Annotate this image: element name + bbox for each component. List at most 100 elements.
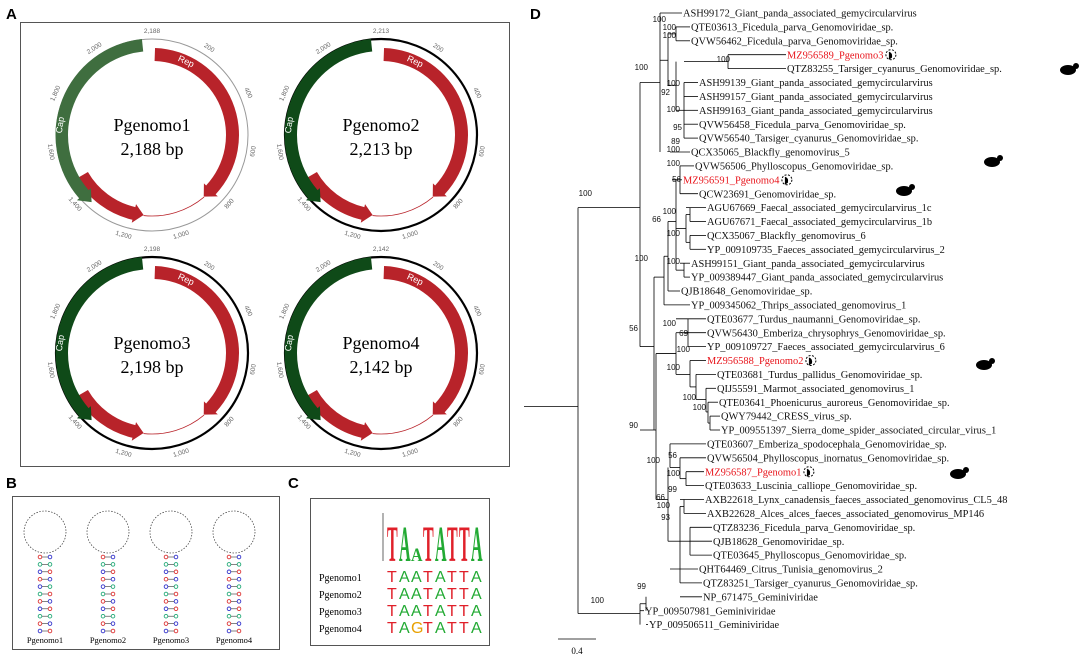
stem-base xyxy=(110,569,116,575)
rep-gene-arrow xyxy=(383,266,468,415)
bootstrap-value: 100 xyxy=(667,145,681,154)
stem-base xyxy=(236,562,242,567)
motif-base: A xyxy=(399,586,410,603)
leaf-label: QTE03677_Turdus_naumanni_Genomoviridae_s… xyxy=(707,314,920,325)
stem-base xyxy=(37,554,43,560)
stem-base xyxy=(173,562,179,567)
genome-tick-label: 1,200 xyxy=(344,230,362,241)
stem-base xyxy=(110,591,116,597)
cap-gene-label: Cap xyxy=(283,334,295,352)
motif-base: T xyxy=(387,603,397,620)
genome-size: 2,188 bp xyxy=(121,139,184,159)
bootstrap-value: 100 xyxy=(579,189,593,198)
motif-base: T xyxy=(447,620,457,637)
stem-loop-head xyxy=(149,510,193,554)
stem-loop-label: Pgenomo3 xyxy=(153,635,189,645)
rep-gene-arrow xyxy=(383,48,468,197)
stem-base xyxy=(110,554,116,560)
stem-base xyxy=(110,613,116,619)
motif-base: T xyxy=(459,569,469,586)
pangolin-icon xyxy=(781,174,793,186)
genome-tick-label: 1,800 xyxy=(278,84,291,102)
highlighted-leaf-label: MZ956588_Pgenomo2 xyxy=(707,356,803,367)
bootstrap-value: 99 xyxy=(668,485,677,494)
leaf-label: ASH99163_Giant_panda_associated_gemycirc… xyxy=(699,106,933,117)
pangolin-icon xyxy=(805,355,817,366)
pangolin-icon xyxy=(885,49,897,61)
genome-tick-label: 600 xyxy=(478,363,487,375)
leaf-label: QVW56458_Ficedula_parva_Genomoviridae_sp… xyxy=(699,120,906,131)
bootstrap-value: 92 xyxy=(661,88,670,97)
stem-base xyxy=(47,621,53,626)
cap-gene-label: Cap xyxy=(54,116,66,134)
cap-gene-arrow xyxy=(55,257,144,421)
motif-base: T xyxy=(423,620,433,637)
stem-base xyxy=(37,606,43,612)
motif-row-label: Pgenomo4 xyxy=(319,624,362,635)
genome-name: Pgenomo2 xyxy=(342,115,419,135)
leaf-label: QIJ55591_Marmot_associated_genomovirus_1 xyxy=(717,384,914,395)
motif-base: A xyxy=(471,620,482,637)
bootstrap-value: 56 xyxy=(672,175,681,184)
bootstrap-value: 100 xyxy=(663,207,677,216)
bootstrap-value: 66 xyxy=(656,493,665,502)
highlighted-leaf-label: MZ956587_Pgenomo1 xyxy=(705,467,801,478)
stem-base xyxy=(236,569,242,575)
leaf-label: QVW56462_Ficedula_parva_Genomoviridae_sp… xyxy=(691,36,898,47)
stem-base xyxy=(173,591,179,597)
logo-letter: A xyxy=(471,518,483,573)
stem-base xyxy=(47,606,53,612)
stem-base xyxy=(163,606,169,612)
stem-base xyxy=(110,584,116,589)
motif-base: T xyxy=(423,569,433,586)
genome-tick-label: 800 xyxy=(223,197,236,210)
leaf-label: QWY79442_CRESS_virus_sp. xyxy=(721,412,852,423)
logo-letter: A xyxy=(399,518,411,573)
motif-row-label: Pgenomo2 xyxy=(319,590,362,601)
genome-tick-label: 1,600 xyxy=(46,361,55,378)
stem-base xyxy=(100,576,106,582)
rep-intron-line xyxy=(372,414,434,435)
bird-silhouette-icon xyxy=(984,155,1003,167)
stem-base xyxy=(100,599,106,604)
stem-base xyxy=(173,606,179,612)
stem-base xyxy=(47,613,53,619)
bootstrap-value: 93 xyxy=(661,513,670,522)
motif-base: T xyxy=(447,569,457,586)
genome-tick-label: 1,000 xyxy=(172,448,190,459)
bootstrap-value: 100 xyxy=(635,63,649,72)
logo-letter: T xyxy=(447,518,458,573)
genome-tick-label: 1,000 xyxy=(401,448,419,459)
leaf-label: YP_009551397_Sierra_dome_spider_associat… xyxy=(721,426,996,437)
bird-silhouette-icon xyxy=(976,358,995,370)
bootstrap-value: 56 xyxy=(629,324,638,333)
stem-base xyxy=(37,576,43,582)
leaf-label: QTE03681_Turdus_pallidus_Genomoviridae_s… xyxy=(717,370,922,381)
stem-base xyxy=(163,562,169,567)
genome-map-2: 2,2132004006008001,0001,2001,4001,6001,8… xyxy=(275,28,487,241)
bootstrap-value: 100 xyxy=(647,456,661,465)
leaf-label: AGU67671_Faecal_associated_gemycircularv… xyxy=(707,217,932,228)
genome-tick-label: 1,200 xyxy=(344,448,362,459)
stem-base xyxy=(226,591,232,597)
leaf-label: QJB18628_Genomoviridae_sp. xyxy=(713,537,844,548)
leaf-label: QTE03613_Ficedula_parva_Genomoviridae_sp… xyxy=(691,23,893,34)
stem-base xyxy=(236,606,242,612)
bootstrap-value: 100 xyxy=(693,403,707,412)
stem-base xyxy=(100,606,106,612)
stem-loop-2: Pgenomo2 xyxy=(86,510,130,645)
bootstrap-value: 89 xyxy=(671,137,680,146)
motif-base: A xyxy=(471,569,482,586)
stem-loop-3: Pgenomo3 xyxy=(149,510,193,645)
genome-tick-label: 1,200 xyxy=(115,230,133,241)
bootstrap-value: 100 xyxy=(667,469,681,478)
motif-row-label: Pgenomo1 xyxy=(319,573,362,584)
leaf-label: QHT64469_Citrus_Tunisia_genomovirus_2 xyxy=(699,565,883,576)
stem-base xyxy=(163,591,169,597)
leaf-label: QVW56430_Emberiza_chrysophrys_Genomoviri… xyxy=(707,328,946,339)
